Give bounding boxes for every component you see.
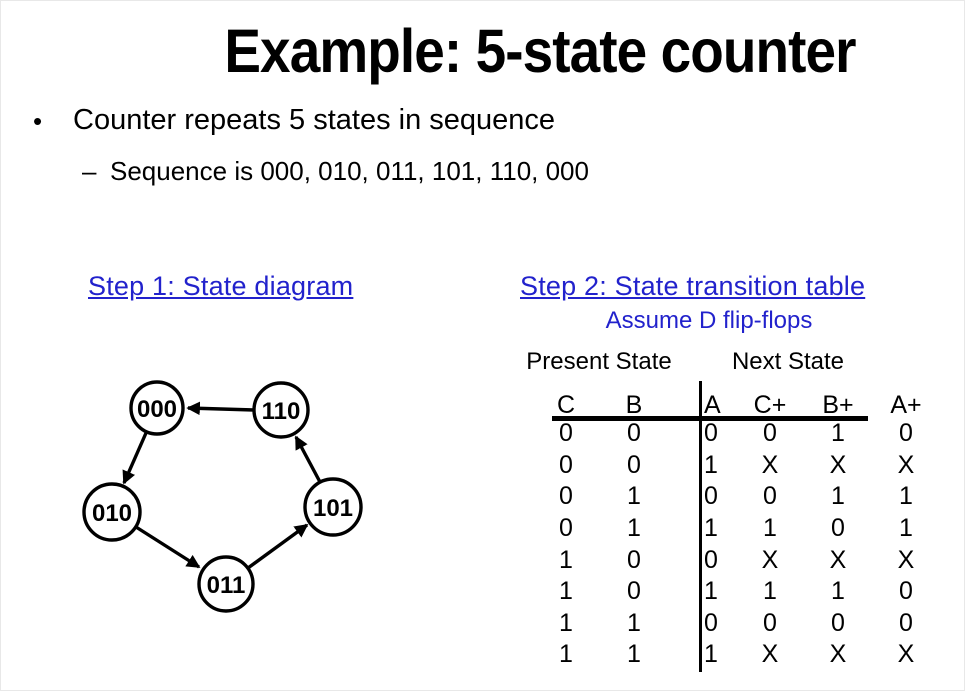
column-header-a: A xyxy=(704,391,721,419)
bullet-item: • Counter repeats 5 states in sequence xyxy=(33,104,555,137)
table-cell: 1 xyxy=(763,577,777,606)
column-header-b-next: B+ xyxy=(822,391,854,419)
present-state-header: Present State xyxy=(526,348,672,375)
column-header-a-next: A+ xyxy=(890,391,922,419)
table-cell: 1 xyxy=(627,514,641,543)
table-cell: 0 xyxy=(704,545,718,574)
table-cell: 0 xyxy=(627,450,641,479)
table-cell: 0 xyxy=(559,482,573,511)
state-label: 101 xyxy=(313,495,353,522)
table-row: 0 0 1 X X X xyxy=(532,450,940,482)
arrow-101-to-110 xyxy=(294,435,322,483)
table-cell: 1 xyxy=(627,482,641,511)
column-header-c: C xyxy=(556,391,576,419)
next-state-header: Next State xyxy=(731,348,845,375)
table-header-rule xyxy=(552,416,868,421)
state-transition-table: C B A C+ B+ A+ 0 0 0 0 1 0 0 0 xyxy=(532,391,940,671)
state-diagram: 000 110 010 101 011 xyxy=(82,380,363,613)
table-row: 0 1 1 1 0 1 xyxy=(532,513,940,545)
table-header-row: C B A C+ B+ A+ xyxy=(532,391,940,419)
table-cell: 1 xyxy=(559,640,573,669)
table-cell: 0 xyxy=(704,482,718,511)
table-cell: 1 xyxy=(899,514,913,543)
state-circle-000 xyxy=(129,380,185,436)
table-cell: 0 xyxy=(899,608,913,637)
table-cell: 0 xyxy=(704,419,718,448)
table-row: 0 0 0 0 1 0 xyxy=(532,418,940,450)
table-cell: 0 xyxy=(831,608,845,637)
table-cell: 0 xyxy=(831,514,845,543)
table-cell: 1 xyxy=(831,577,845,606)
table-cell: 1 xyxy=(831,419,845,448)
table-row: 0 1 0 0 1 1 xyxy=(532,481,940,513)
bullet-text: Counter repeats 5 states in sequence xyxy=(73,104,556,136)
state-circle-010 xyxy=(82,482,142,542)
table-cell: 0 xyxy=(627,419,641,448)
table-cell: X xyxy=(829,545,847,574)
state-circle-101 xyxy=(303,477,363,537)
table-cell: 0 xyxy=(899,577,913,606)
table-row: 1 0 1 1 1 0 xyxy=(532,576,940,608)
table-row: 1 1 0 0 0 0 xyxy=(532,608,940,640)
state-circle-011 xyxy=(197,555,255,613)
arrow-000-to-010 xyxy=(122,432,148,485)
table-cell: X xyxy=(761,450,779,479)
table-cell: X xyxy=(829,640,847,669)
table-cell: 1 xyxy=(704,577,718,606)
table-cell: X xyxy=(897,545,915,574)
dash-icon: – xyxy=(82,156,97,186)
table-cell: 1 xyxy=(704,450,718,479)
table-row: 1 0 0 X X X xyxy=(532,544,940,576)
table-cell: 0 xyxy=(763,482,777,511)
sub-bullet-item: – Sequence is 000, 010, 011, 101, 110, 0… xyxy=(82,156,589,187)
table-cell: X xyxy=(897,640,915,669)
table-cell: 0 xyxy=(559,514,573,543)
table-cell: 1 xyxy=(559,608,573,637)
table-cell: 1 xyxy=(627,640,641,669)
table-cell: X xyxy=(829,450,847,479)
column-header-c-next: C+ xyxy=(753,391,787,419)
table-cell: 0 xyxy=(559,450,573,479)
step2-heading: Step 2: State transition table xyxy=(520,271,866,301)
table-cell: X xyxy=(897,450,915,479)
table-cell: 1 xyxy=(559,545,573,574)
sub-bullet-text: Sequence is 000, 010, 011, 101, 110, 000 xyxy=(110,156,589,186)
step1-heading: Step 1: State diagram xyxy=(88,271,354,301)
table-cell: 1 xyxy=(763,514,777,543)
transition-arrows xyxy=(122,401,322,570)
table-cell: X xyxy=(761,545,779,574)
table-row: 1 1 1 X X X xyxy=(532,639,940,671)
state-circle-110 xyxy=(252,381,310,439)
step2-subheading: Assume D flip-flops xyxy=(605,307,813,334)
state-label: 110 xyxy=(262,398,301,425)
state-label: 010 xyxy=(92,500,132,527)
state-label: 000 xyxy=(137,396,177,423)
state-circles xyxy=(82,380,363,613)
table-cell: 0 xyxy=(899,419,913,448)
state-label: 011 xyxy=(207,572,246,599)
table-cell: 0 xyxy=(763,419,777,448)
table-cell: 0 xyxy=(559,419,573,448)
table-cell: 1 xyxy=(627,608,641,637)
table-cell: 1 xyxy=(831,482,845,511)
arrow-110-to-000 xyxy=(186,401,255,416)
arrow-011-to-101 xyxy=(246,523,309,570)
column-header-b: B xyxy=(625,391,643,419)
arrow-010-to-011 xyxy=(135,525,201,569)
table-cell: 1 xyxy=(704,514,718,543)
table-cell: 1 xyxy=(559,577,573,606)
table-cell: 0 xyxy=(627,577,641,606)
table-body: 0 0 0 0 1 0 0 0 1 X X X 0 xyxy=(532,418,940,671)
bullet-icon: • xyxy=(33,106,43,136)
table-cell: 1 xyxy=(704,640,718,669)
table-cell: 0 xyxy=(704,608,718,637)
slide-title: Example: 5-state counter xyxy=(224,17,856,85)
table-cell: X xyxy=(761,640,779,669)
table-cell: 0 xyxy=(627,545,641,574)
table-cell: 1 xyxy=(899,482,913,511)
state-labels: 000 110 010 101 011 xyxy=(92,396,353,599)
table-column-divider xyxy=(699,381,702,672)
table-cell: 0 xyxy=(763,608,777,637)
